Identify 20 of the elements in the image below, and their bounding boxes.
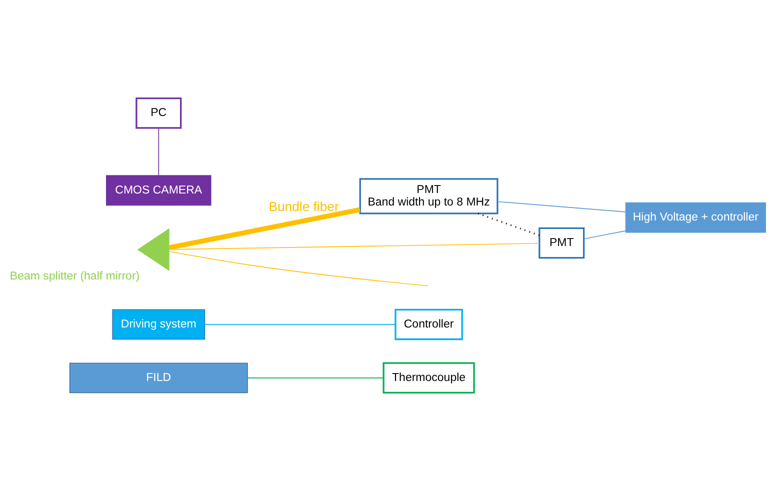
node-box: Controller (394, 308, 463, 340)
connector (584, 230, 626, 240)
node-box: Driving system (112, 309, 206, 340)
node-triangle (137, 228, 170, 271)
connector (204, 324, 396, 325)
connector (168, 250, 428, 286)
node-label: Beam splitter (half mirror) (10, 270, 140, 282)
node-box: FILD (69, 362, 248, 394)
node-box: PC (136, 97, 182, 129)
connector (168, 242, 540, 250)
node-box: Thermocouple (382, 362, 475, 394)
node-box: High Voltage + controller (625, 202, 766, 233)
node-box: PMT Band width up to 8 MHz (359, 178, 498, 214)
connector (168, 207, 360, 250)
connector (158, 128, 160, 176)
edge-label: Bundle fiber (268, 198, 339, 214)
node-box: CMOS CAMERA (106, 175, 212, 206)
connector (478, 212, 540, 236)
node-box: PMT (538, 227, 585, 259)
connector (497, 201, 626, 212)
